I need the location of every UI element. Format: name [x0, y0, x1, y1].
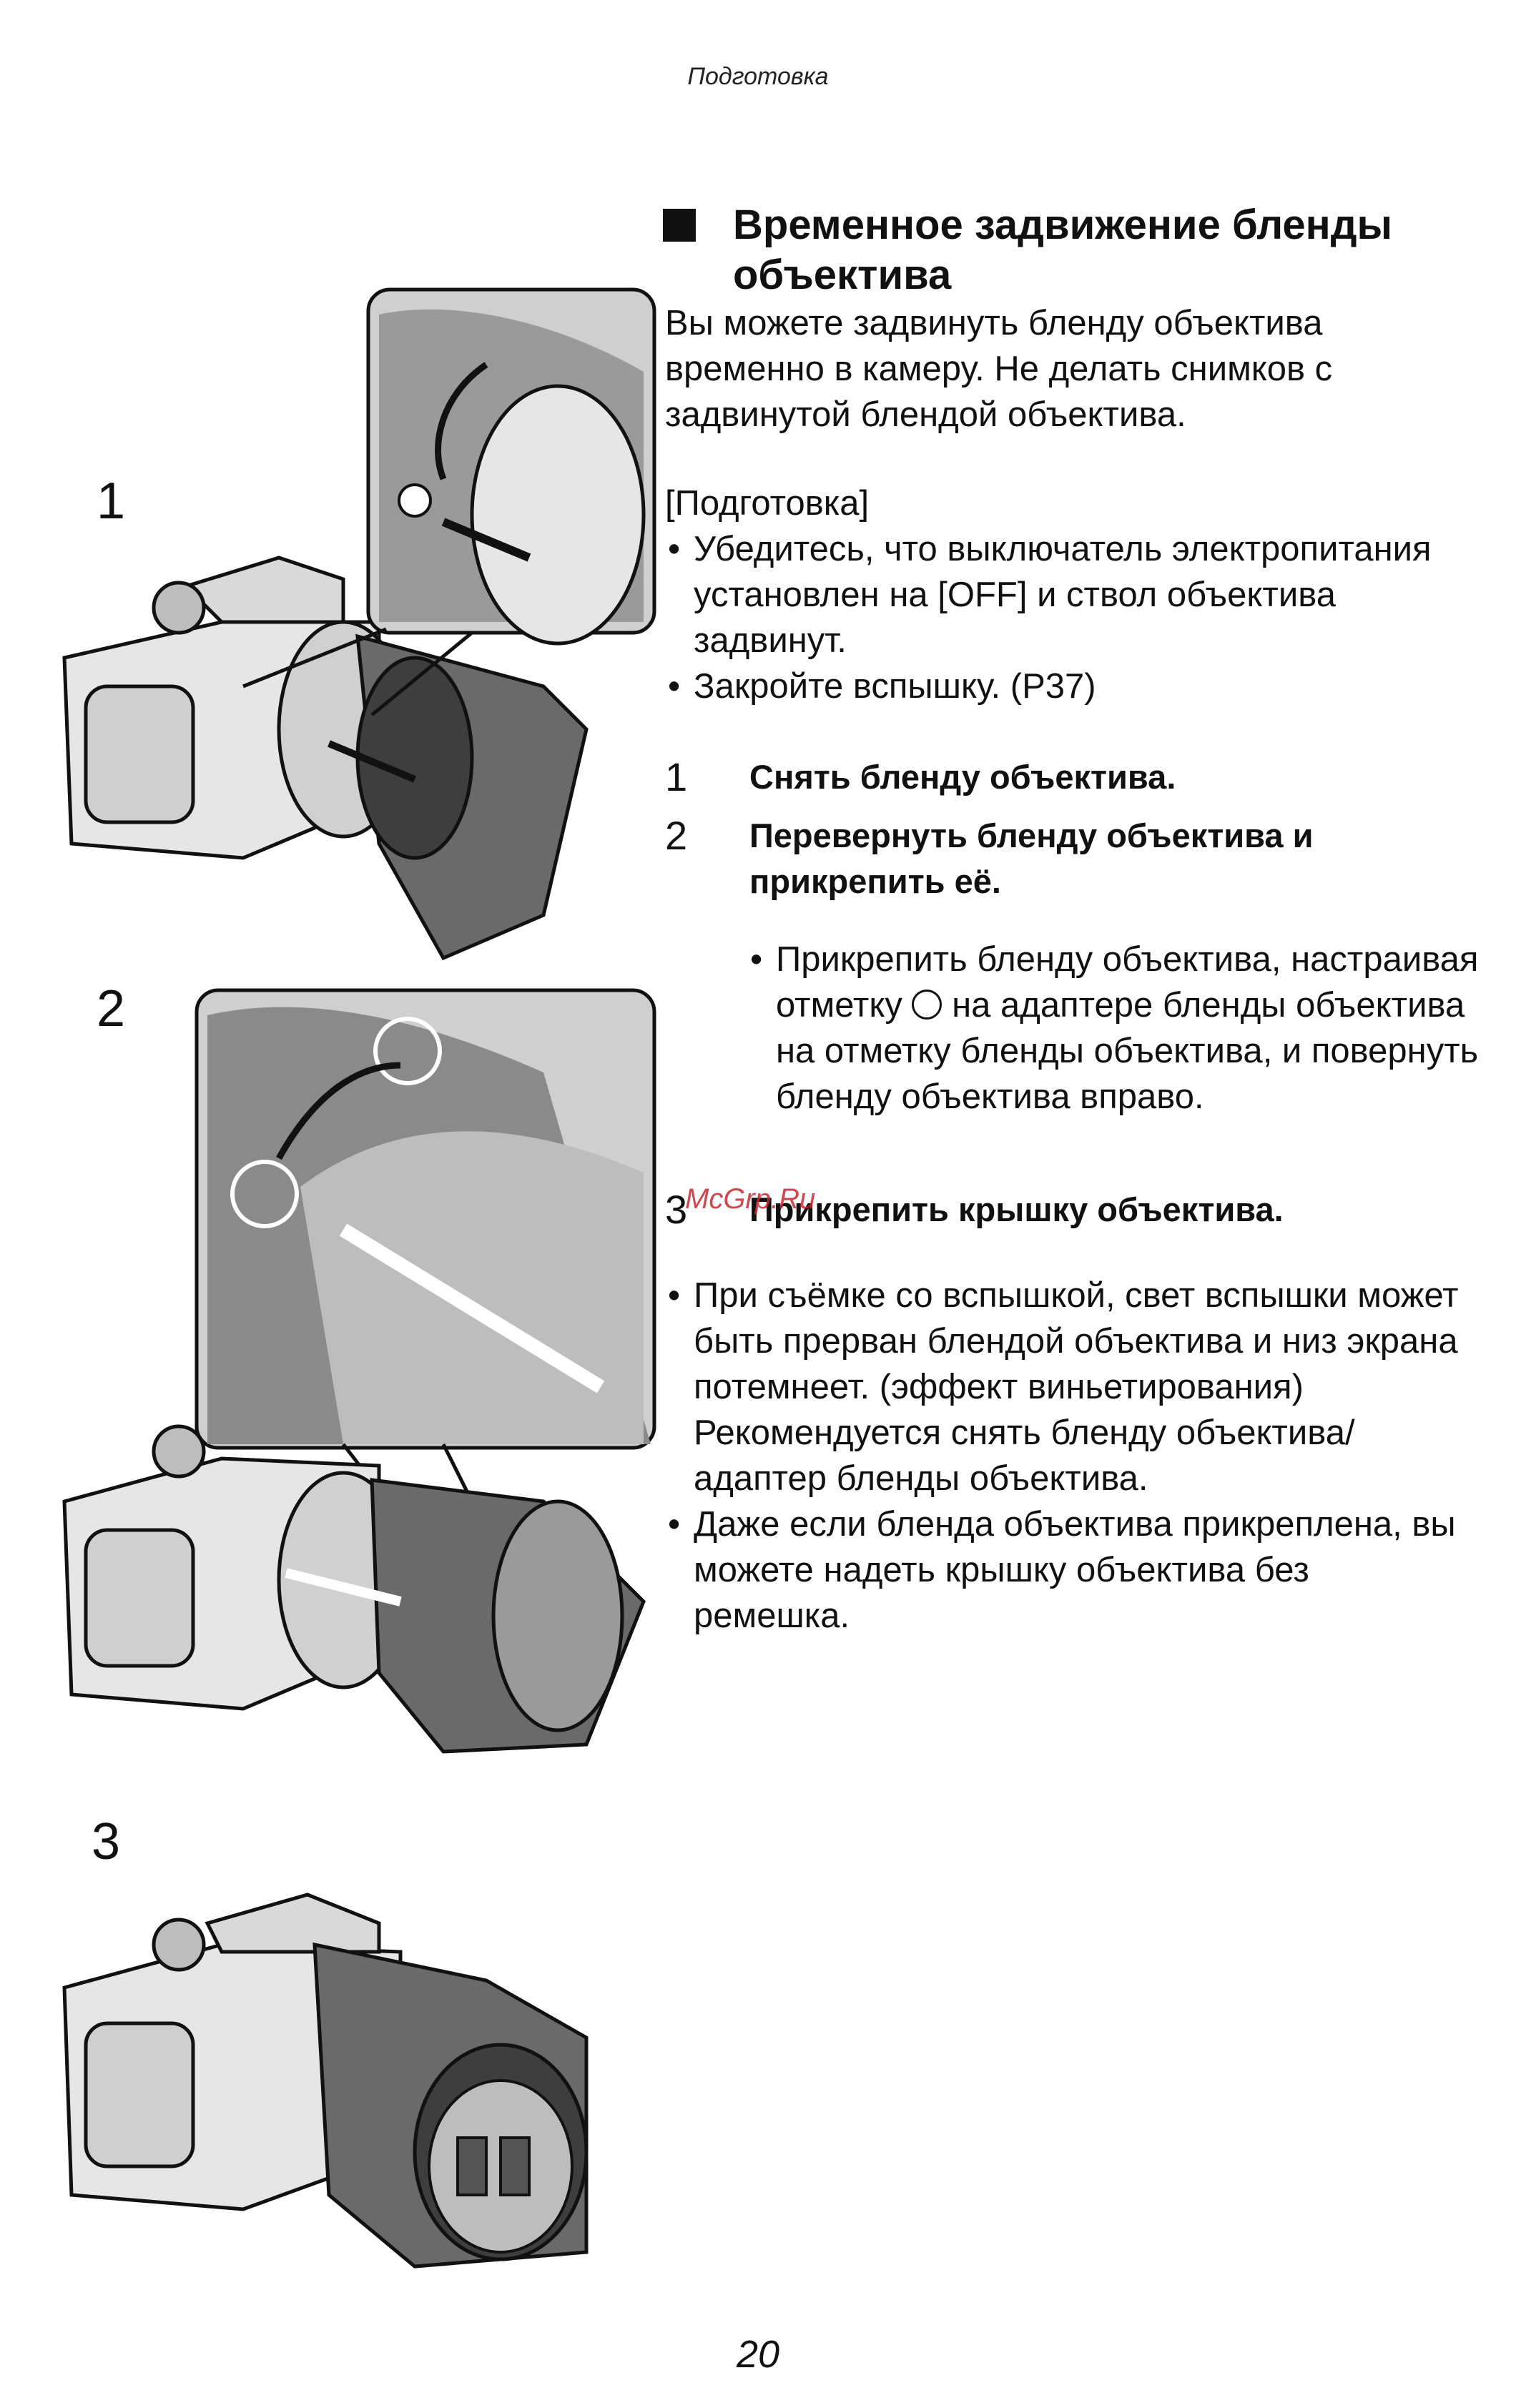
- inset-zoom: [242, 287, 656, 716]
- intro-text: Вы можете задвинуть бленду объектива вре…: [665, 304, 1333, 434]
- list-item: Прикрепить бленду объектива, настраивая …: [747, 937, 1491, 1120]
- figure-1-illustration: [62, 287, 656, 961]
- step-number: 1: [665, 754, 688, 799]
- step-1: 1 Снять бленду объектива.: [665, 754, 1487, 800]
- figure-label-2: 2: [97, 980, 126, 1037]
- figure-label-1: 1: [97, 473, 126, 530]
- step-2-detail: Прикрепить бленду объектива, настраивая …: [747, 937, 1491, 1120]
- inset-zoom: [195, 988, 656, 1450]
- step-2: 2 Перевернуть бленду объектива и прикреп…: [665, 813, 1487, 904]
- note-recommendation: Рекомендуется снять бленду объектива/ ад…: [694, 1413, 1355, 1498]
- section-title: Временное задвижение бленды объектива: [663, 200, 1470, 300]
- title-square-icon: [663, 209, 696, 242]
- preparation-list: Убедитесь, что выключатель электропитани…: [665, 526, 1466, 709]
- page-number: 20: [736, 2333, 780, 2376]
- arrow-icon: [328, 740, 416, 783]
- step-text: Снять бленду объектива.: [749, 758, 1176, 796]
- step-3: 3 Прикрепить крышку объектива.: [665, 1187, 1487, 1233]
- section-title-text: Временное задвижение бленды объектива: [733, 202, 1393, 298]
- notes-block: При съёмке со вспышкой, свет вспышки мож…: [665, 1273, 1466, 1639]
- list-item: Даже если бленда объектива прикреплена, …: [665, 1501, 1466, 1639]
- preparation-label: [Подготовка]: [665, 484, 870, 523]
- list-item: Убедитесь, что выключатель электропитани…: [665, 526, 1466, 663]
- lens-hood-icon: [277, 620, 589, 961]
- circle-mark-icon: [912, 990, 942, 1020]
- steps-list: 1 Снять бленду объектива. 2 Перевернуть …: [665, 754, 1487, 917]
- figure-3-illustration: [62, 1893, 589, 2269]
- preparation-block: [Подготовка] Убедитесь, что выключатель …: [665, 480, 1466, 709]
- figure-2-illustration: [62, 988, 656, 1754]
- step-number: 3: [665, 1187, 688, 1232]
- camera-icon: [62, 1893, 403, 2211]
- step-3-wrap: 3 Прикрепить крышку объектива.: [665, 1187, 1487, 1245]
- arrow-icon: [285, 1568, 402, 1607]
- list-item: Закройте вспышку. (P37): [665, 663, 1466, 709]
- lens-cap-icon: [428, 2079, 574, 2254]
- list-item: При съёмке со вспышкой, свет вспышки мож…: [665, 1273, 1466, 1410]
- lens-hood-icon: [277, 1471, 646, 1754]
- page-header: Подготовка: [687, 63, 829, 90]
- watermark: McGrp.Ru: [685, 1183, 816, 1215]
- figure-label-3: 3: [92, 1813, 121, 1870]
- step-text: Прикрепить крышку объектива.: [749, 1190, 1284, 1228]
- step-text: Перевернуть бленду объектива и прикрепит…: [749, 816, 1314, 900]
- step-number: 2: [665, 813, 688, 858]
